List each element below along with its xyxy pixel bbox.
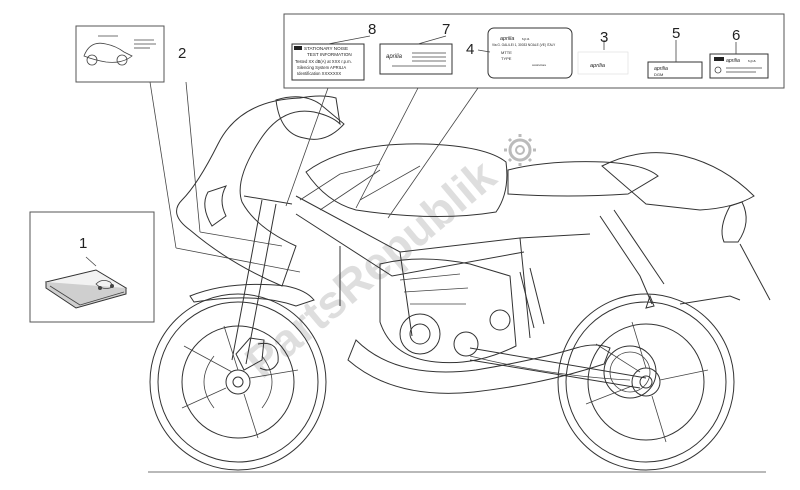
- tail-light: [721, 201, 747, 243]
- windscreen: [275, 96, 345, 140]
- front-fender: [189, 283, 315, 307]
- dgm-sticker: aprilia DGM: [647, 61, 703, 79]
- motorcycle-drawing: [148, 95, 771, 473]
- brake-caliper: [235, 337, 265, 371]
- dgm-sticker-text: DGM: [654, 72, 663, 77]
- noise-sticker-line2: Silencing System APRILIA: [297, 65, 346, 70]
- drive-chain: [469, 355, 631, 381]
- plate-mtte: MTTE: [501, 50, 512, 55]
- noise-sticker-heading2: TEST INFORMATION: [307, 52, 352, 57]
- headlight: [204, 185, 228, 227]
- front-wheel: [149, 293, 327, 471]
- plate-address: Via G. GALILEI 1, 30033 NOALE (VE) ITALY: [492, 43, 556, 47]
- plate-type: TYPE: [501, 56, 512, 61]
- aprilia-rect-sticker: aprilia: [379, 43, 453, 75]
- callout-1: 1: [79, 235, 87, 252]
- frame-cables: [299, 163, 421, 211]
- spa-sticker-suffix: s.p.a.: [748, 59, 756, 63]
- dgm-sticker-brand: aprilia: [654, 66, 668, 72]
- leader-lines: [85, 35, 737, 273]
- sticker-layout-sheet: [75, 25, 165, 83]
- plate-signature: costruttore: [532, 63, 547, 67]
- swingarm: [469, 347, 647, 389]
- noise-sticker-line1: Tested XX dB(A) at XXX r.p.m.: [295, 59, 352, 64]
- callout-6: 6: [732, 27, 740, 44]
- noise-sticker-heading1: STATIONARY NOISE: [304, 46, 348, 51]
- noise-sticker-line3: Identification XXXXXXX: [297, 71, 341, 76]
- gear-icon: [504, 134, 536, 166]
- callout-8: 8: [368, 21, 376, 38]
- small-logo-brand: aprilia: [590, 63, 605, 69]
- callout-3: 3: [600, 29, 608, 46]
- frame-spars: [295, 195, 591, 339]
- aprilia-spa-sticker: aprilia s.p.a.: [709, 53, 769, 79]
- fuel-tank: [305, 143, 508, 218]
- rear-subframe: [599, 209, 665, 305]
- callout-2: 2: [178, 45, 186, 62]
- callout-7: 7: [442, 21, 450, 38]
- rear-shock: [519, 267, 545, 329]
- seat: [507, 161, 659, 197]
- exhaust: [347, 339, 611, 394]
- rect-sticker-brand: aprilia: [386, 54, 403, 60]
- owner-manual-box: [29, 211, 155, 323]
- callout-numbers: 1 2 3 4 5 6 7 8: [79, 21, 740, 252]
- labels-panel: [283, 13, 785, 89]
- noise-info-sticker: STATIONARY NOISE TEST INFORMATION Tested…: [291, 43, 365, 81]
- front-fork: [231, 195, 293, 365]
- rear-wheel: [557, 293, 735, 471]
- callout-5: 5: [672, 25, 680, 42]
- spa-sticker-brand: aprilia: [726, 58, 740, 64]
- tail-section: [601, 152, 755, 211]
- plate-brand-suffix: s.p.a.: [522, 37, 530, 41]
- plate-brand: aprilia: [500, 36, 514, 42]
- aprilia-logo-small: aprilia: [577, 51, 629, 75]
- license-bracket: [739, 243, 771, 301]
- callout-4: 4: [466, 41, 474, 58]
- labels-panel-frame: [283, 13, 785, 89]
- rear-hugger: [645, 294, 655, 309]
- engine: [379, 258, 517, 364]
- type-approval-plate: aprilia s.p.a. Via G. GALILEI 1, 30033 N…: [487, 27, 573, 79]
- rear-fender: [679, 295, 741, 305]
- front-fairing: [176, 95, 341, 287]
